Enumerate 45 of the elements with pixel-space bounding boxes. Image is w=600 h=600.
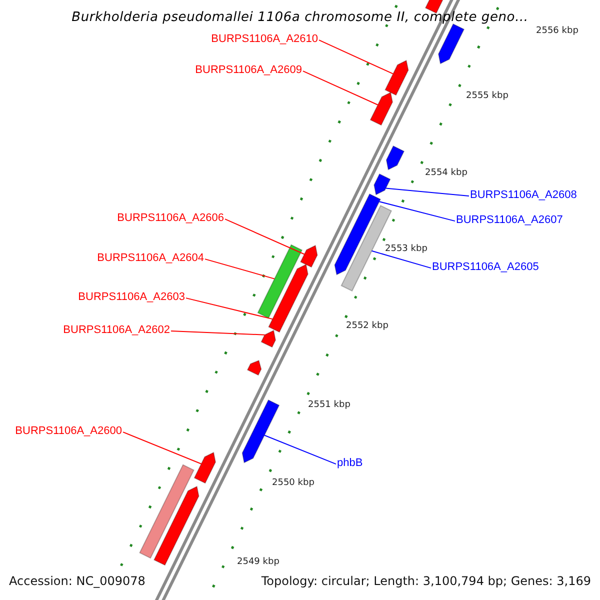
- gene-block: [153, 486, 200, 566]
- gene-block: [370, 92, 394, 126]
- scale-label: 2556 kbp: [536, 27, 578, 36]
- leader-line: [122, 432, 202, 464]
- gene-label: phbB: [337, 458, 363, 469]
- gene-label: BURPS1106A_A2607: [456, 215, 563, 226]
- gene-block: [246, 360, 262, 376]
- gene-label: BURPS1106A_A2610: [211, 34, 318, 45]
- gene-block: [194, 452, 216, 484]
- scale-label: 2552 kbp: [346, 322, 388, 331]
- gene-block: [384, 60, 409, 96]
- gene-block: [300, 244, 318, 268]
- scale-label: 2551 kbp: [308, 401, 350, 410]
- gene-block: [386, 145, 405, 170]
- leader-line: [186, 298, 273, 320]
- leader-line: [385, 188, 470, 197]
- leader-line: [204, 258, 275, 280]
- leader-line: [264, 434, 336, 465]
- gene-bar: [139, 464, 194, 559]
- scale-label: 2553 kbp: [385, 245, 428, 254]
- scale-label: 2555 kbp: [466, 92, 508, 101]
- scale-label: 2554 kbp: [425, 169, 468, 178]
- gene-block: [334, 193, 382, 276]
- gene-label: BURPS1106A_A2604: [97, 253, 204, 264]
- gene-label: BURPS1106A_A2609: [195, 65, 302, 76]
- scale-label: 2550 kbp: [272, 479, 314, 488]
- gene-bar: [257, 244, 303, 319]
- scale-label: 2549 kbp: [237, 558, 280, 567]
- gene-label: BURPS1106A_A2602: [63, 325, 170, 336]
- gene-label: BURPS1106A_A2600: [15, 426, 122, 437]
- gene-block: [242, 399, 280, 464]
- leader-line: [371, 250, 432, 269]
- gene-block: [260, 330, 276, 348]
- gene-label: BURPS1106A_A2608: [470, 190, 577, 201]
- gene-label: BURPS1106A_A2605: [432, 262, 539, 273]
- gene-label: BURPS1106A_A2606: [117, 213, 224, 224]
- leader-line: [378, 201, 456, 222]
- title-text: Burkholderia pseudomallei 1106a chromosome II, complete geno...: [70, 11, 530, 24]
- gene-block: [268, 264, 308, 333]
- gene-block: [438, 23, 465, 64]
- gene-label: BURPS1106A_A2603: [78, 292, 185, 303]
- leader-line: [318, 40, 394, 74]
- leader-line: [170, 330, 266, 336]
- leader-line: [302, 70, 378, 106]
- gene-block: [374, 173, 391, 196]
